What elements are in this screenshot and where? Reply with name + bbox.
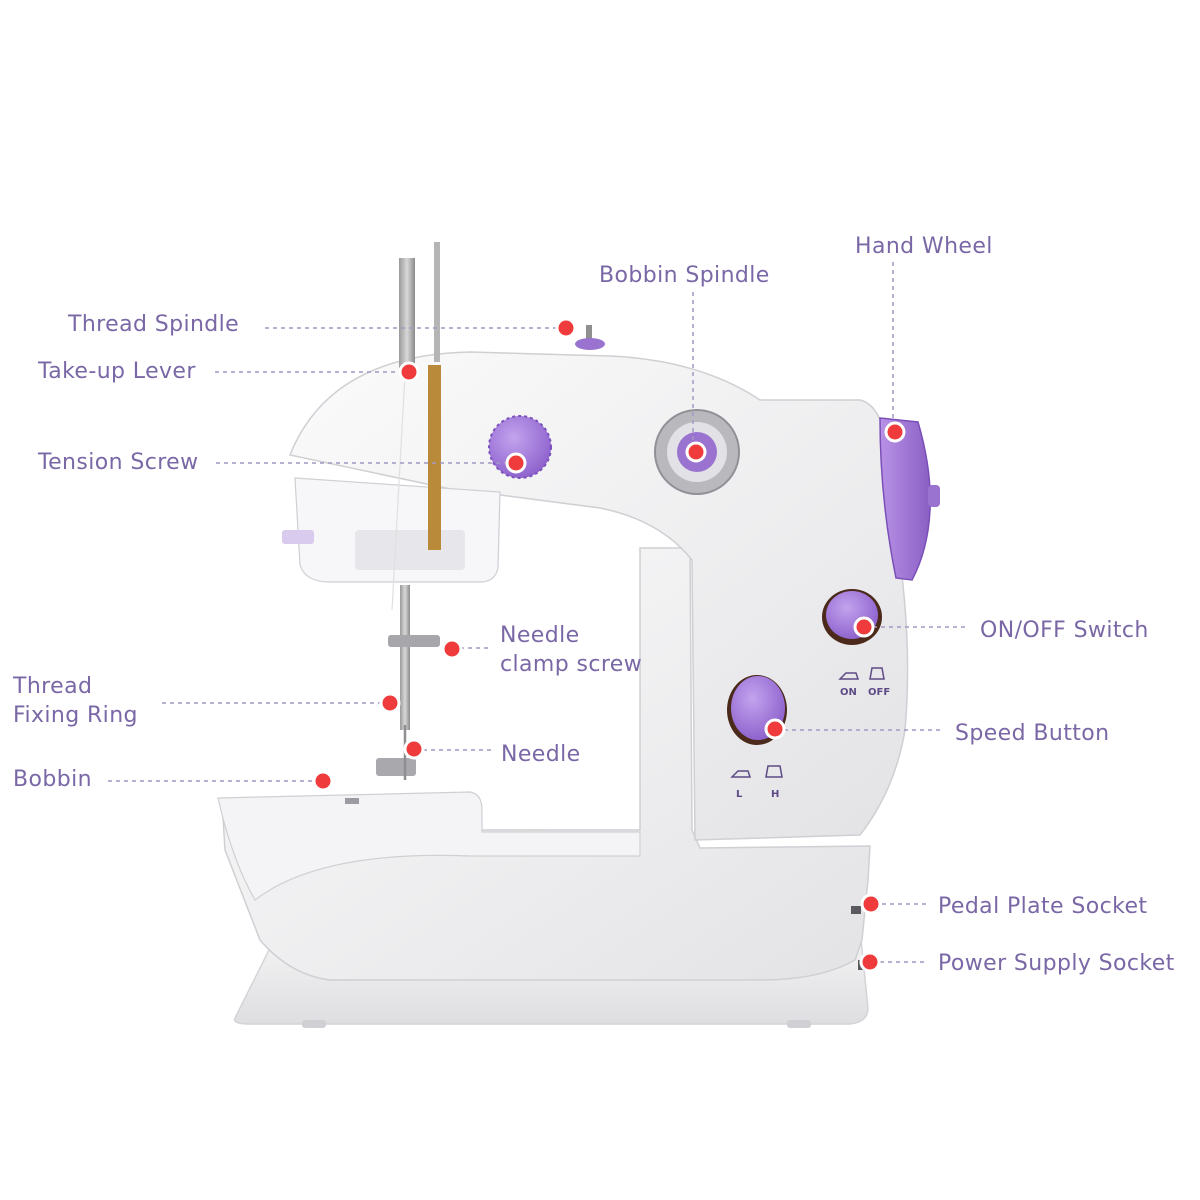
label-pedal-plate-socket: Pedal Plate Socket [938, 894, 1148, 919]
pedal-socket-hole [851, 906, 861, 914]
marker-tension-screw [505, 452, 527, 474]
machine-column [221, 547, 871, 981]
top-spool-knob [575, 338, 605, 350]
take-up-lever-bar [428, 365, 441, 550]
sewing-machine [217, 242, 940, 1028]
needle-bar [400, 585, 410, 730]
marker-needle-clamp-screw [441, 638, 463, 660]
high-speed-marking: H [771, 789, 779, 800]
label-bobbin-spindle: Bobbin Spindle [599, 263, 770, 288]
marker-needle [403, 738, 425, 760]
label-thread-spindle: Thread Spindle [68, 312, 240, 337]
low-speed-symbol [730, 770, 752, 778]
on-symbol [838, 672, 860, 680]
thread-line [391, 374, 406, 611]
marker-pedal-plate-socket [860, 893, 882, 915]
marker-thread-spindle [555, 317, 577, 339]
needle-clamp [388, 635, 440, 647]
on-marking: ON [840, 687, 857, 698]
label-needle: Needle [501, 742, 581, 767]
label-on-off-switch: ON/OFF Switch [980, 618, 1149, 643]
low-speed-marking: L [736, 789, 743, 800]
hand-wheel [879, 417, 931, 581]
leader-lines [108, 262, 968, 963]
label-needle-clamp-screw-line2: clamp screw [500, 652, 643, 677]
marker-speed-button [764, 718, 786, 740]
label-tension-screw: Tension Screw [38, 450, 199, 475]
marker-bobbin [312, 770, 334, 792]
off-symbol [869, 667, 885, 680]
markers [312, 317, 906, 973]
marker-on-off-switch [853, 616, 875, 638]
off-marking: OFF [868, 687, 890, 698]
base-foot-left [302, 1020, 326, 1028]
bobbin-cover [345, 798, 359, 804]
on-off-markings: ON OFF L H [736, 687, 890, 800]
needle-plate [217, 791, 641, 901]
label-hand-wheel: Hand Wheel [855, 234, 993, 259]
marker-bobbin-spindle [685, 441, 707, 463]
thread-spindle-pin [399, 258, 415, 376]
label-bobbin: Bobbin [13, 767, 92, 792]
marker-power-supply-socket [859, 951, 881, 973]
label-thread-fixing-ring-line2: Fixing Ring [13, 703, 138, 728]
label-thread-fixing-ring: Thread Fixing Ring [13, 672, 138, 730]
marker-hand-wheel [884, 421, 906, 443]
presser-foot [376, 758, 416, 776]
marker-thread-fixing-ring [379, 692, 401, 714]
hand-wheel-cap [928, 485, 940, 507]
label-needle-clamp-screw-line1: Needle [500, 623, 580, 648]
label-take-up-lever: Take-up Lever [38, 359, 196, 384]
label-thread-fixing-ring-line1: Thread [13, 674, 93, 699]
thread-spindle-pin-2 [434, 242, 440, 362]
head-side-tag [282, 530, 314, 544]
label-power-supply-socket: Power Supply Socket [938, 951, 1175, 976]
marker-take-up-lever [398, 361, 420, 383]
label-needle-clamp-screw: Needle clamp screw [500, 621, 642, 679]
high-speed-symbol [765, 765, 783, 778]
head-light [355, 530, 465, 570]
label-speed-button: Speed Button [955, 721, 1110, 746]
base-foot-right [787, 1020, 811, 1028]
top-spool-stem [586, 325, 592, 340]
